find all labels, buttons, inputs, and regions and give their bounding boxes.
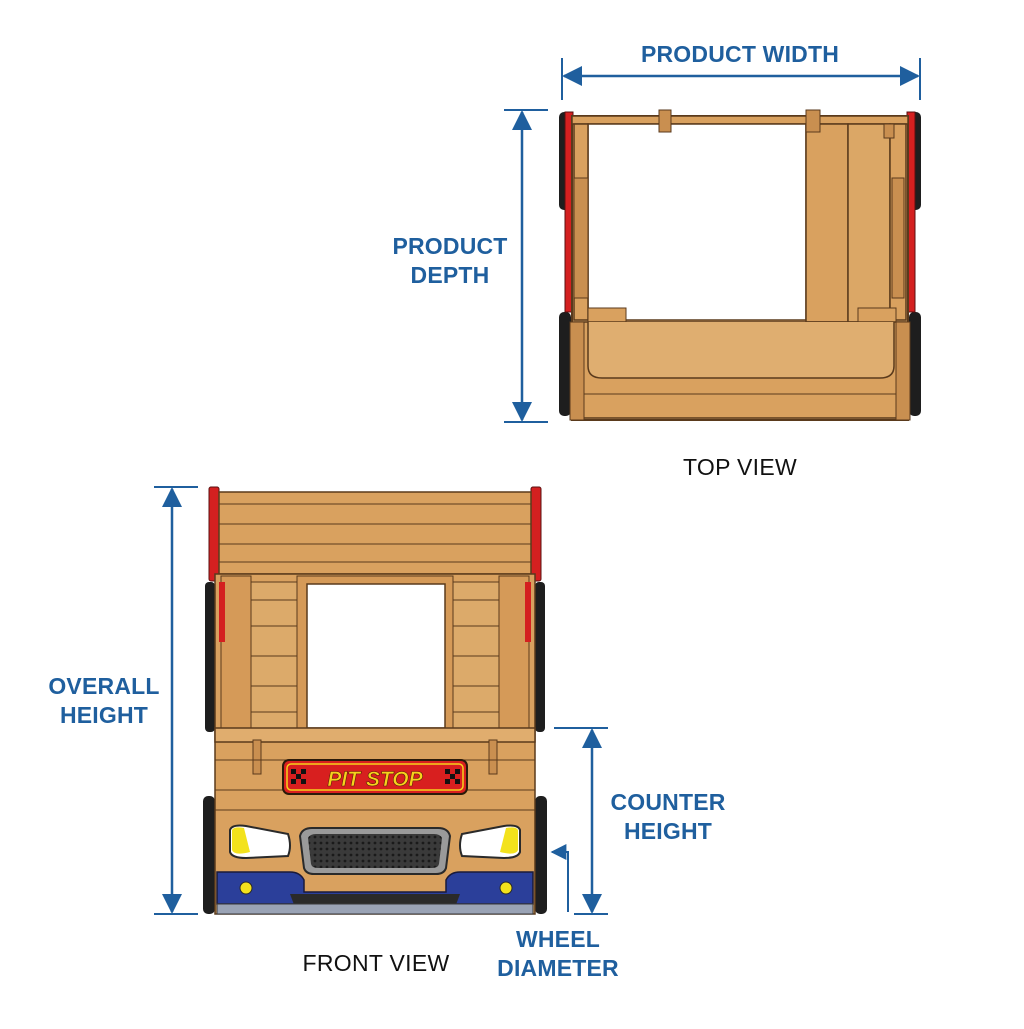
overall-height-label-line1: OVERALL	[48, 673, 160, 699]
pit-stop-sign-inner	[286, 763, 464, 791]
front-wheel-lower-right	[535, 796, 547, 914]
counter-height-label-line1: COUNTER	[610, 789, 726, 815]
top-wheel-rear-left	[559, 312, 571, 416]
overall-height-dimension	[154, 486, 198, 915]
top-counter-side-left	[569, 321, 585, 421]
counter-height-label: COUNTER HEIGHT	[598, 788, 738, 846]
front-pillar-left	[220, 575, 252, 729]
counter-height-dimension	[554, 727, 608, 915]
front-pillar-right	[498, 575, 530, 729]
front-roof-board	[218, 491, 532, 575]
fog-light-right	[499, 881, 513, 895]
top-back-rail	[571, 115, 909, 125]
product-width-dimension	[561, 58, 921, 100]
fog-light-left	[239, 881, 253, 895]
front-red-trim-left	[219, 582, 225, 642]
top-view-label: TOP VIEW	[682, 454, 798, 480]
top-post-1	[658, 109, 672, 133]
top-left-bracket	[573, 177, 589, 299]
front-red-trim-right	[525, 582, 531, 642]
front-view-label: FRONT VIEW	[302, 950, 450, 976]
checkered-flag-icon	[445, 769, 460, 784]
top-right-plank-1	[805, 123, 849, 323]
wheel-diameter-label-line1: WHEEL	[515, 926, 601, 952]
front-counter-top	[214, 727, 536, 743]
front-bottom-skirt	[216, 903, 534, 915]
top-open-interior	[587, 123, 807, 321]
top-wheel-rear-right	[909, 312, 921, 416]
counter-height-label-line2: HEIGHT	[623, 818, 713, 844]
product-depth-dimension	[504, 109, 548, 423]
front-window-opening	[306, 583, 446, 729]
front-counter-bracket-right	[488, 739, 498, 775]
top-view-drawing	[559, 109, 921, 421]
front-louver-panel-left	[250, 581, 298, 729]
product-depth-label-line1: PRODUCT	[392, 233, 508, 259]
top-counter-tab-left	[587, 307, 627, 323]
front-louver-panel-right	[452, 581, 500, 729]
overall-height-label-line2: HEIGHT	[59, 702, 149, 728]
wheel-diameter-dimension	[550, 844, 569, 912]
overall-height-label: OVERALL HEIGHT	[40, 672, 168, 730]
product-depth-label: PRODUCT DEPTH	[380, 232, 520, 290]
top-counter-side-right	[895, 321, 911, 421]
wheel-diameter-leader	[550, 844, 569, 912]
front-wheel-upper-left	[205, 582, 215, 732]
pit-stop-sign	[282, 759, 468, 795]
front-red-pillar-right	[530, 486, 542, 582]
pit-stop-sign-text: PIT STOP	[327, 768, 423, 791]
front-wheel-lower-left	[203, 796, 215, 914]
top-counter-tab-right	[857, 307, 897, 323]
checkered-flag-icon	[291, 769, 306, 784]
product-width-label: PRODUCT WIDTH	[640, 41, 840, 67]
top-post-2	[805, 109, 821, 133]
front-view-drawing: PIT STOP	[203, 486, 547, 915]
product-depth-label-line2: DEPTH	[410, 262, 490, 288]
front-counter-bracket-left	[252, 739, 262, 775]
top-right-bracket	[891, 177, 905, 299]
top-post-3	[883, 123, 895, 139]
front-wheel-upper-right	[535, 582, 545, 732]
wheel-diameter-label: WHEEL DIAMETER	[484, 925, 632, 983]
top-right-plank-2	[847, 123, 891, 323]
front-red-pillar-left	[208, 486, 220, 582]
wheel-diameter-label-line2: DIAMETER	[497, 955, 619, 981]
top-counter-edge	[587, 322, 895, 379]
